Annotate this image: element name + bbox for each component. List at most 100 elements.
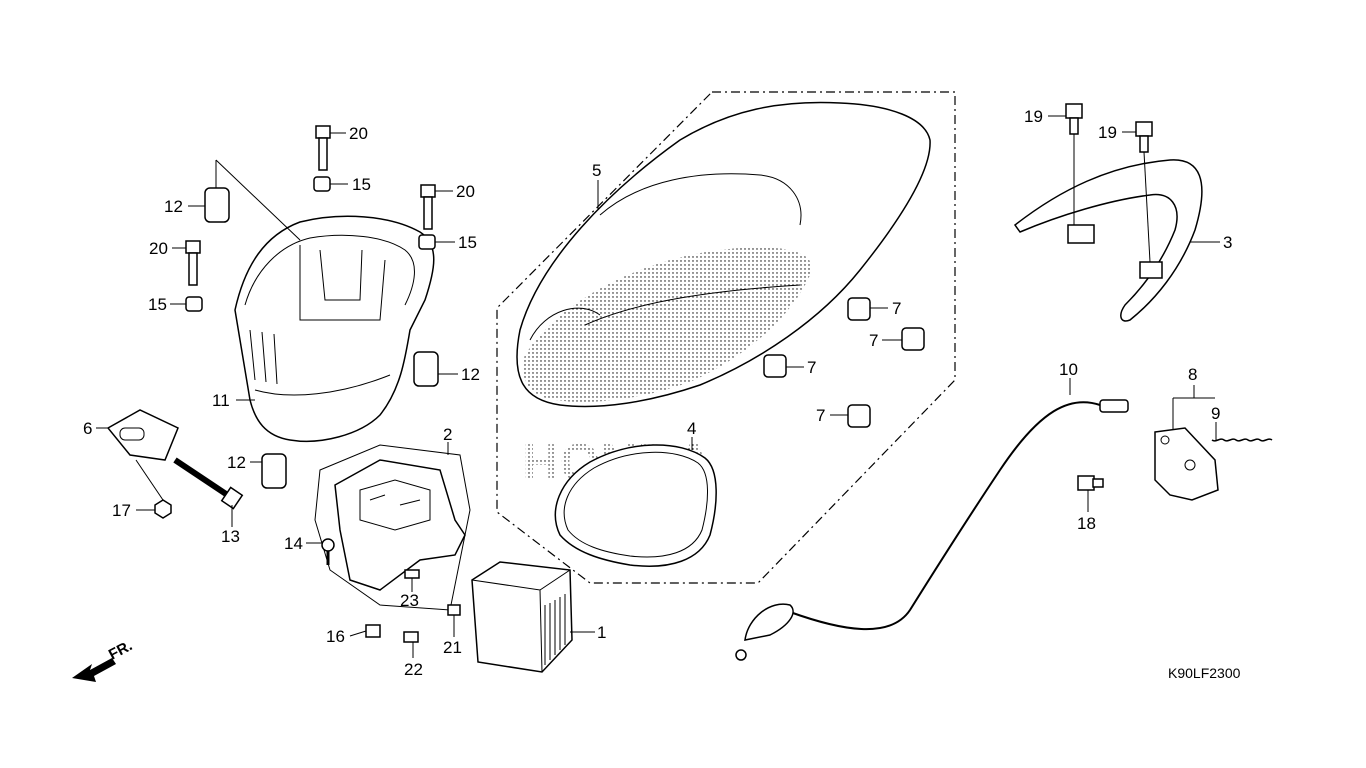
callout-19: 19 — [1098, 123, 1117, 142]
seat-bumpers — [763, 297, 925, 428]
callout-16: 16 — [326, 627, 345, 646]
seat-group: HONDA — [496, 91, 956, 584]
callout-labels: 1 2 3 4 5 6 7 7 7 7 8 9 10 11 12 12 12 1… — [83, 107, 1232, 679]
luggage-box-inner-wall — [299, 245, 386, 321]
callout-21: 21 — [443, 638, 462, 657]
battery-box — [334, 459, 466, 591]
luggage-box-rim — [244, 234, 415, 306]
callout-12: 12 — [227, 453, 246, 472]
luggage-box — [234, 215, 435, 442]
bolt-head — [315, 125, 331, 139]
callout-18: 18 — [1077, 514, 1096, 533]
bolts-20 — [185, 125, 436, 286]
seat-bumper — [763, 354, 787, 378]
long-bolt — [173, 457, 234, 501]
bracket-group — [106, 409, 244, 519]
callout-7: 7 — [816, 406, 825, 425]
cushion — [413, 351, 439, 387]
seat-band-inner — [563, 451, 708, 558]
front-arrow-icon — [72, 658, 116, 682]
bracket — [106, 409, 179, 461]
callout-4: 4 — [687, 419, 696, 438]
callout-1: 1 — [597, 623, 606, 642]
callout-9: 9 — [1211, 404, 1220, 423]
callout-15: 15 — [352, 175, 371, 194]
callout-15: 15 — [458, 233, 477, 252]
seat-step-line — [599, 173, 802, 226]
callout-23: 23 — [400, 591, 419, 610]
seat-bumper — [847, 404, 871, 428]
grab-rail-mount — [1067, 224, 1095, 244]
luggage-box-ribs — [249, 329, 278, 385]
clip-nut — [365, 624, 381, 638]
callout-17: 17 — [112, 501, 131, 520]
seat-cable — [789, 401, 1101, 630]
luggage-box-lower-line — [254, 374, 391, 396]
callout-10: 10 — [1059, 360, 1078, 379]
battery-box-detail — [359, 479, 431, 531]
callout-12: 12 — [164, 197, 183, 216]
callout-7: 7 — [869, 331, 878, 350]
seat-catch-hole — [1160, 435, 1170, 445]
bolt-shank — [318, 137, 328, 171]
cushion — [204, 187, 230, 223]
luggage-box-group — [234, 215, 435, 442]
callout-19: 19 — [1024, 107, 1043, 126]
bolt-shank — [188, 252, 198, 286]
bolt-shank — [423, 196, 433, 230]
nut — [154, 499, 172, 519]
callout-14: 14 — [284, 534, 303, 553]
cable-end-fitting — [1099, 399, 1129, 413]
callout-12: 12 — [461, 365, 480, 384]
seat-catch-bolt-head — [1077, 475, 1095, 491]
diagram-code: K90LF2300 — [1168, 665, 1241, 681]
cushion — [261, 453, 287, 489]
seat-catch — [1154, 427, 1219, 501]
bolt-head — [420, 184, 436, 198]
battery-box-group — [314, 444, 471, 643]
battery-top-edge — [471, 569, 571, 673]
long-bolt-head — [220, 486, 244, 510]
bolt-head — [1065, 103, 1083, 119]
cushions — [204, 187, 439, 489]
seat-edge-line — [584, 284, 801, 326]
fuse-holder — [403, 631, 419, 643]
seat-catch-spring — [1211, 438, 1273, 442]
callout-6: 6 — [83, 419, 92, 438]
luggage-box-divider — [319, 249, 363, 301]
bolt-head — [185, 240, 201, 254]
callout-3: 3 — [1223, 233, 1232, 252]
bolt-shank — [1139, 135, 1149, 153]
fuse — [447, 604, 461, 616]
seat-assembly-outline — [496, 91, 956, 584]
battery-group — [471, 561, 573, 673]
seat-catch-hole — [1184, 459, 1196, 471]
fuse-spare — [404, 569, 420, 579]
grab-rail-group — [1013, 103, 1203, 322]
seat-band — [554, 444, 717, 567]
collar — [418, 234, 436, 250]
cable-end-ball — [735, 649, 747, 661]
callout-20: 20 — [149, 239, 168, 258]
callout-20: 20 — [349, 124, 368, 143]
cable-lock-end — [744, 603, 794, 641]
bolt-shank — [1069, 117, 1079, 135]
grab-rail-mount — [1139, 261, 1163, 279]
callout-11: 11 — [212, 391, 230, 410]
callout-8: 8 — [1188, 365, 1197, 384]
seat-texture — [523, 247, 812, 402]
callout-7: 7 — [807, 358, 816, 377]
callout-20: 20 — [456, 182, 475, 201]
callout-22: 22 — [404, 660, 423, 679]
callout-7: 7 — [892, 299, 901, 318]
leader-lines — [96, 115, 1220, 658]
bracket-slot — [119, 427, 145, 441]
bolt-head — [1135, 121, 1153, 137]
callout-5: 5 — [592, 161, 601, 180]
seat-cable-group — [735, 399, 1129, 661]
collar — [185, 296, 203, 312]
seat-front-curve — [529, 307, 601, 341]
grab-rail — [1013, 159, 1203, 322]
front-direction-marker: FR. — [72, 637, 135, 682]
